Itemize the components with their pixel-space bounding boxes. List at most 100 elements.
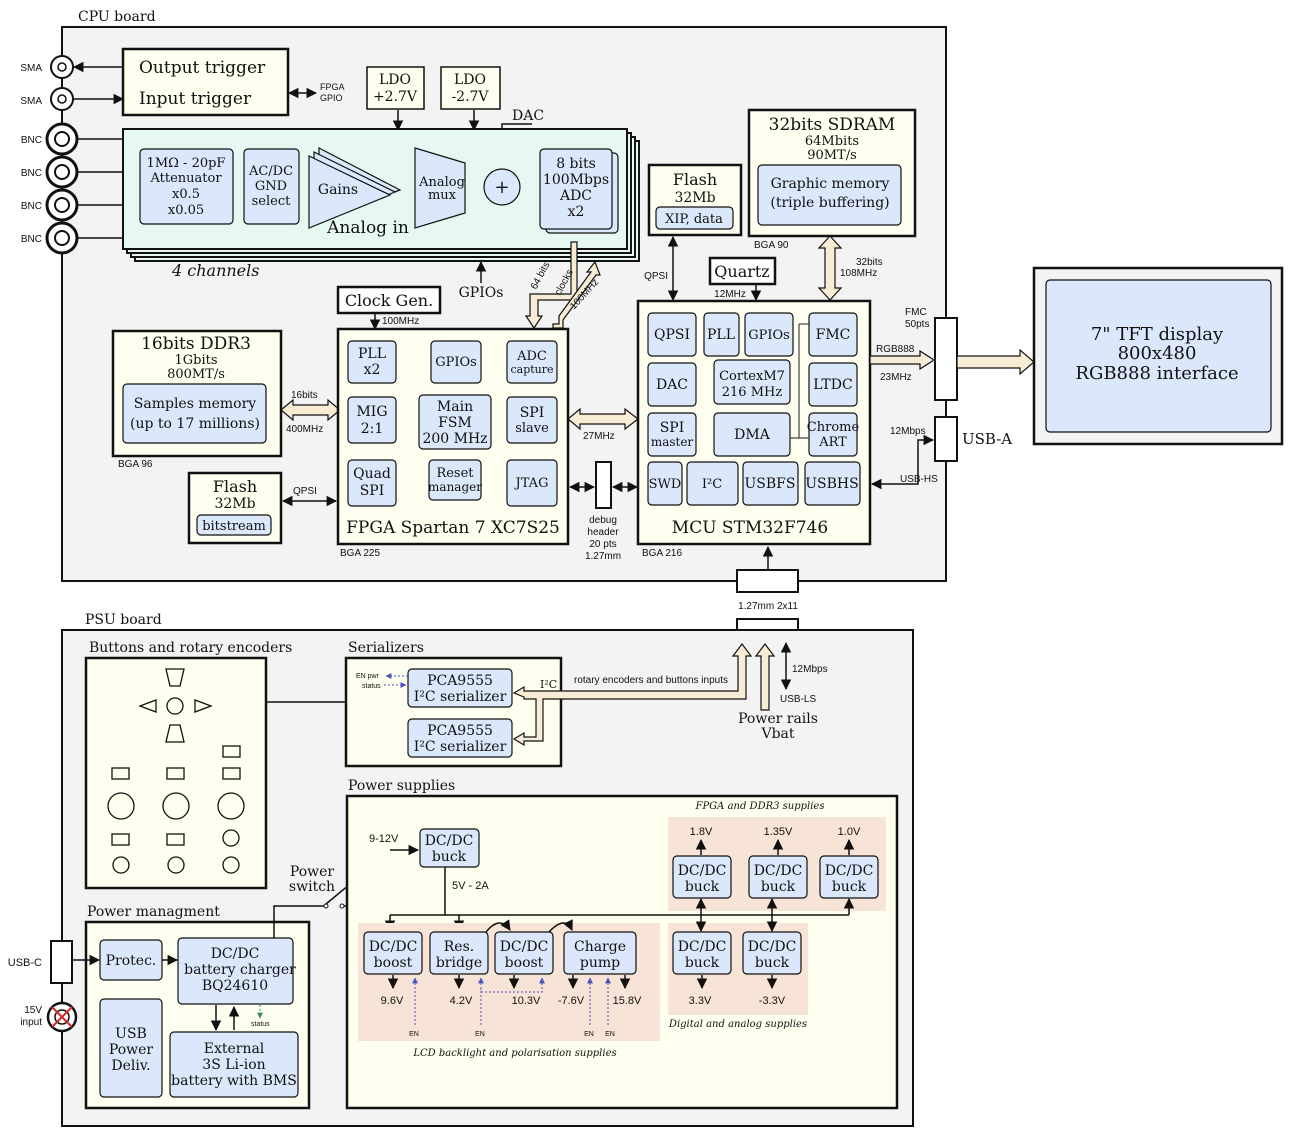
usb-a-label: USB-A <box>962 430 1012 448</box>
dpad-down-icon[interactable] <box>165 724 185 743</box>
en-label: EN <box>584 1031 594 1038</box>
fpga-jtag-label: JTAG <box>514 476 549 491</box>
button-icon[interactable] <box>166 767 185 780</box>
usb-a-speed: 12Mbps <box>890 426 926 437</box>
digital-buck-line: buck <box>685 955 720 971</box>
rotary-encoder-icon[interactable] <box>107 792 135 820</box>
connector-label: BNC <box>21 135 42 146</box>
connector-label: SMA <box>20 96 42 107</box>
sdram-inner2: (triple buffering) <box>770 195 889 211</box>
flash-mcu-inner: XIP, data <box>665 212 723 227</box>
serializer-chip-1 <box>407 668 513 708</box>
fpga-buck-line: DC/DC <box>754 863 803 879</box>
dpad-left-icon[interactable] <box>138 699 157 713</box>
display-line3: RGB888 interface <box>1075 363 1238 384</box>
charger-block <box>177 937 294 1005</box>
inputs-label: rotary encoders and buttons inputs <box>574 675 728 686</box>
mcu-pll <box>703 312 740 357</box>
sma-connector <box>50 87 74 111</box>
connector-label: BNC <box>21 168 42 179</box>
rail-voltage: 1.8V <box>690 826 713 838</box>
serializer2-line: PCA9555 <box>427 723 493 739</box>
power-rails-line2: Vbat <box>760 726 794 742</box>
usb-pd-line: USB <box>115 1026 147 1042</box>
fpga-mig-line: 2:1 <box>361 421 384 437</box>
mux-line: mux <box>428 188 457 203</box>
quartz-freq: 12MHz <box>714 289 746 300</box>
analog-mux <box>414 147 466 229</box>
fmc-label2: 50pts <box>905 319 929 330</box>
flash-fpga-inner: bitstream <box>202 519 266 534</box>
sdram-pkg: BGA 90 <box>754 240 789 251</box>
dac-summer <box>483 168 521 206</box>
sdram-bus-label2: 108MHz <box>840 268 877 279</box>
rotary-encoder-icon[interactable] <box>162 792 190 820</box>
fpga-adc-line: capture <box>510 363 553 376</box>
knob-icon[interactable] <box>112 856 130 874</box>
ddr3-line1: 1Gbits <box>174 353 217 368</box>
mcu-i2c-label: I²C <box>702 477 722 492</box>
usb-a-connector <box>934 416 958 462</box>
analog-in-label: Analog in <box>326 218 409 238</box>
button-icon[interactable] <box>111 833 130 846</box>
attenuator-line: x0.05 <box>168 203 204 218</box>
fpga-quad-line: Quad <box>353 466 391 482</box>
fmc-connector <box>934 317 958 401</box>
button-icon[interactable] <box>222 767 241 780</box>
serializer-chip-2 <box>407 718 513 758</box>
sdram-title: 32bits SDRAM <box>769 115 896 135</box>
attenuator-line: x0.5 <box>172 187 200 202</box>
flash-fpga-size: 32Mb <box>214 496 255 512</box>
vout-label: 5V - 2A <box>452 880 489 892</box>
mcu-spi-line: SPI <box>660 420 685 436</box>
dpad-right-icon[interactable] <box>194 699 213 713</box>
fpga-spi-line: slave <box>515 421 549 436</box>
quartz-title: Quartz <box>714 262 769 281</box>
ddr3-inner2: (up to 17 millions) <box>130 416 260 432</box>
charge-pump <box>563 931 637 975</box>
knob-icon[interactable] <box>222 829 240 847</box>
mcu-chrome <box>808 412 858 457</box>
mcu-usbfs-label: USBFS <box>745 476 796 492</box>
sdram-line1: 64Mbits <box>805 134 859 149</box>
fpga-fsm-line: 200 MHz <box>422 431 487 447</box>
acdc-line: select <box>252 194 291 209</box>
dpad-center-icon[interactable] <box>166 697 184 715</box>
battery-line: External <box>204 1041 265 1057</box>
usb-pd-block <box>99 998 163 1098</box>
usb-c-connector <box>50 940 73 984</box>
bnc-connector <box>45 155 79 189</box>
rotary-encoder-icon[interactable] <box>217 792 245 820</box>
fpga-rail-group: 1.8V DC/DC buck 1.35V DC/DC buck 1.0V DC… <box>672 826 879 899</box>
mcu-chrome-line: ART <box>818 435 847 450</box>
digital-buck-line: DC/DC <box>678 939 727 955</box>
trigger-box <box>121 47 290 117</box>
knob-icon[interactable] <box>167 856 185 874</box>
mcu-gpios <box>744 312 794 357</box>
power-supplies-title: Power supplies <box>348 778 455 794</box>
rail-voltage: 4.2V <box>450 995 473 1007</box>
mcu-fmc <box>808 312 858 357</box>
battery-line: 3S Li-ion <box>202 1057 265 1073</box>
acdc-block <box>243 148 300 225</box>
mcu-qpsi <box>647 312 697 357</box>
adc-block <box>539 148 613 230</box>
debug-line: 1.27mm <box>585 551 621 562</box>
ldo-pos-line2: +2.7V <box>373 89 418 105</box>
knob-icon[interactable] <box>222 856 240 874</box>
digital-buck-line: buck <box>755 955 790 971</box>
dpad-up-icon[interactable] <box>165 668 185 687</box>
adc-line: ADC <box>559 188 592 204</box>
usb-pd-line: Power <box>109 1042 154 1058</box>
button-icon[interactable] <box>222 745 241 758</box>
summer-plus: + <box>494 177 509 198</box>
fpga-buck <box>748 855 808 899</box>
button-icon[interactable] <box>111 767 130 780</box>
gains-label: Gains <box>318 182 358 198</box>
buck-main-line: buck <box>432 849 467 865</box>
button-icon[interactable] <box>166 833 185 846</box>
usb-c-label: USB-C <box>8 957 42 969</box>
mcu-cortex-line: CortexM7 <box>719 369 785 384</box>
ldo-pos-box <box>366 66 425 110</box>
